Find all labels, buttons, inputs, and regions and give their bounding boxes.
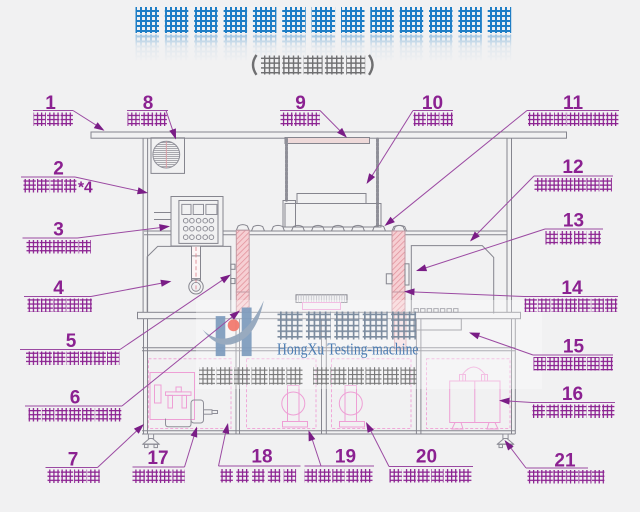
svg-text:*4: *4 <box>78 180 93 197</box>
svg-text:HongXu Testing-machine: HongXu Testing-machine <box>277 340 419 359</box>
svg-text:1: 1 <box>45 93 56 114</box>
svg-text:12: 12 <box>562 157 583 178</box>
svg-text:19: 19 <box>335 447 356 468</box>
svg-text:6: 6 <box>70 388 81 409</box>
svg-text:20: 20 <box>416 447 437 468</box>
svg-text:7: 7 <box>68 450 79 471</box>
svg-text:2: 2 <box>53 159 64 180</box>
svg-text:3: 3 <box>53 220 64 241</box>
svg-text:13: 13 <box>563 211 584 232</box>
svg-text:15: 15 <box>563 337 585 358</box>
svg-text:17: 17 <box>147 448 168 469</box>
svg-text:16: 16 <box>562 384 583 405</box>
svg-text:8: 8 <box>143 93 154 114</box>
svg-text:14: 14 <box>561 278 583 299</box>
svg-text:9: 9 <box>295 93 306 114</box>
svg-text:11: 11 <box>563 93 584 114</box>
svg-text:10: 10 <box>422 93 443 114</box>
svg-text:18: 18 <box>251 447 272 468</box>
svg-text:5: 5 <box>66 331 77 352</box>
svg-text:21: 21 <box>554 451 576 472</box>
svg-text:4: 4 <box>53 278 64 299</box>
